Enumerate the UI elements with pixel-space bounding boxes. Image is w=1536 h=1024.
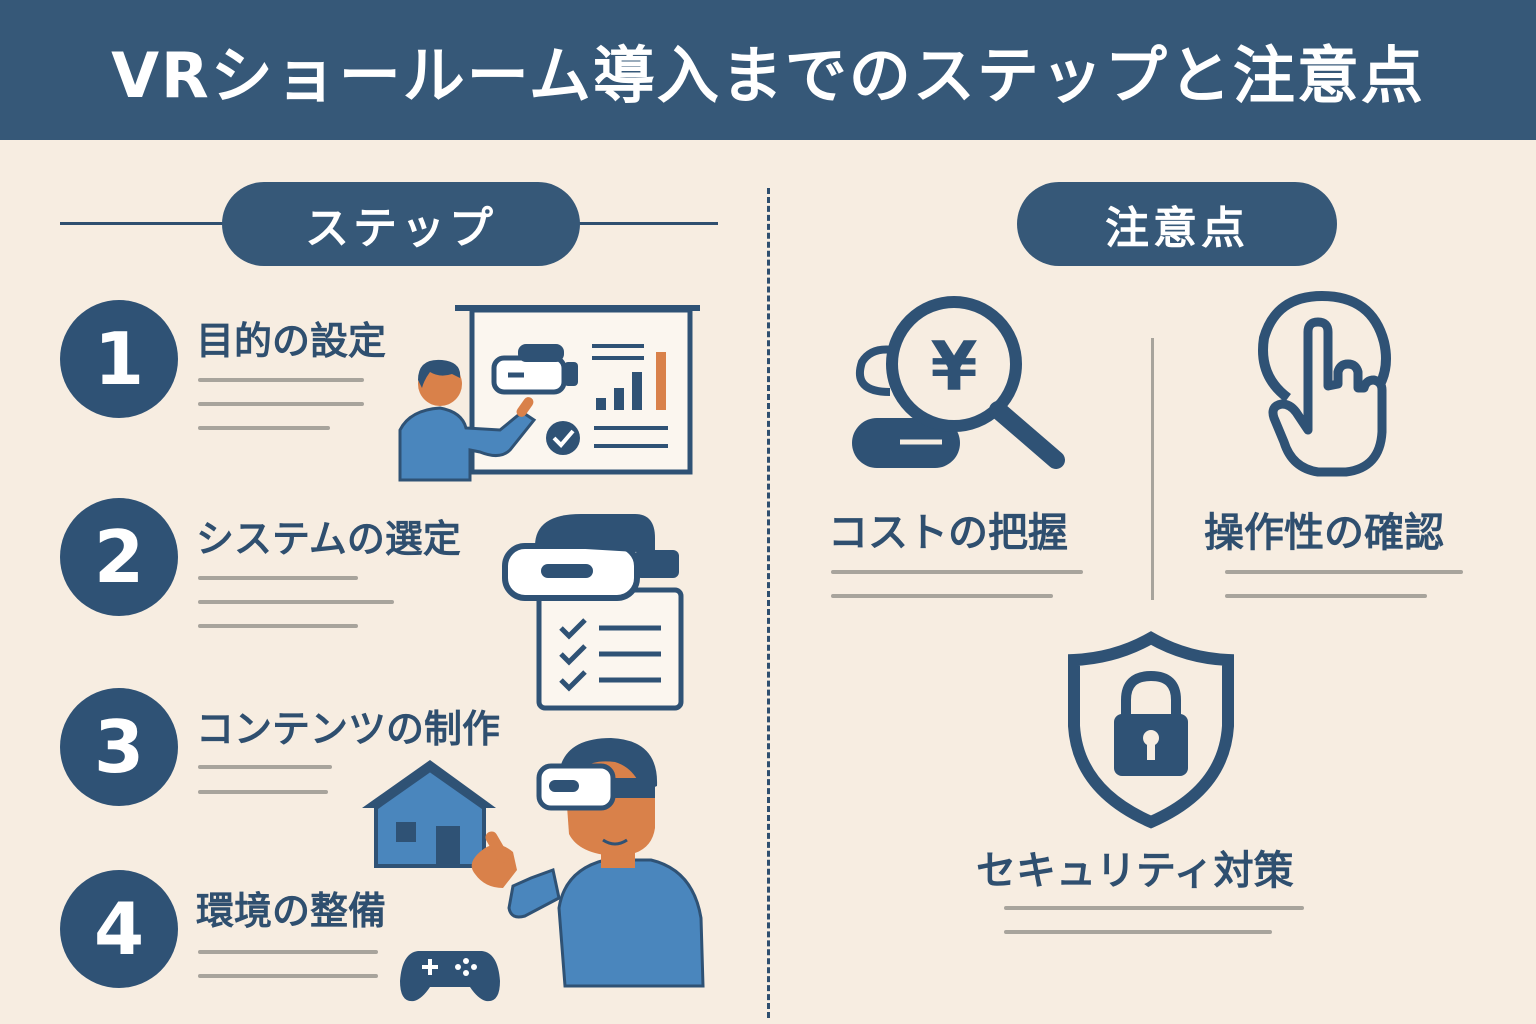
caution-divider [1151,338,1154,600]
vr-headset-checklist-icon [502,514,684,711]
caution-2-text-line [1225,570,1463,574]
page-title: VRショールーム導入までのステップと注意点 [111,39,1425,112]
step-4-text-line [198,950,378,954]
step-3-number: 3 [60,688,178,806]
caution-3-title: セキュリティ対策 [976,848,1294,894]
cautions-section-label: 注意点 [1017,182,1337,266]
yen-symbol: ¥ [930,328,977,407]
step-3-text-line [198,765,332,769]
step-2-text-line [198,600,394,604]
step-1-text-line [198,402,364,406]
caution-2-title: 操作性の確認 [1204,510,1444,556]
shield-lock-icon [1068,631,1234,829]
presentation-board-icon [398,305,700,482]
house-model-icon [362,760,496,868]
step-4-text-line [198,974,378,978]
header-banner: VRショールーム導入までのステップと注意点 [0,0,1536,140]
step-4-number: 4 [60,870,178,988]
caution-2-text-line [1225,594,1427,598]
section-divider [767,188,770,1018]
step-2-text-line [198,624,358,628]
step-1-title: 目的の設定 [196,319,387,363]
caution-1-title: コストの把握 [828,510,1068,556]
yen-magnifier-icon: ¥ [852,296,1065,469]
step-4-title: 環境の整備 [196,889,387,933]
steps-divider-left [60,222,230,225]
step-1-text-line [198,378,364,382]
step-2-number: 2 [60,498,178,616]
step-2-text-line [198,576,358,580]
caution-1-text-line [831,594,1053,598]
steps-section-label: ステップ [222,182,580,266]
caution-3-text-line [1004,930,1272,934]
step-2-title: システムの選定 [196,517,461,561]
caution-3-text-line [1004,906,1304,910]
caution-1-text-line [831,570,1083,574]
game-controller-icon [400,951,500,1002]
step-3-text-line [198,790,328,794]
step-1-number: 1 [60,300,178,418]
touch-hand-icon [1258,290,1391,477]
steps-divider-right [570,222,718,225]
vr-user-icon [471,738,705,988]
step-3-title: コンテンツの制作 [196,707,501,751]
step-1-text-line [198,426,330,430]
